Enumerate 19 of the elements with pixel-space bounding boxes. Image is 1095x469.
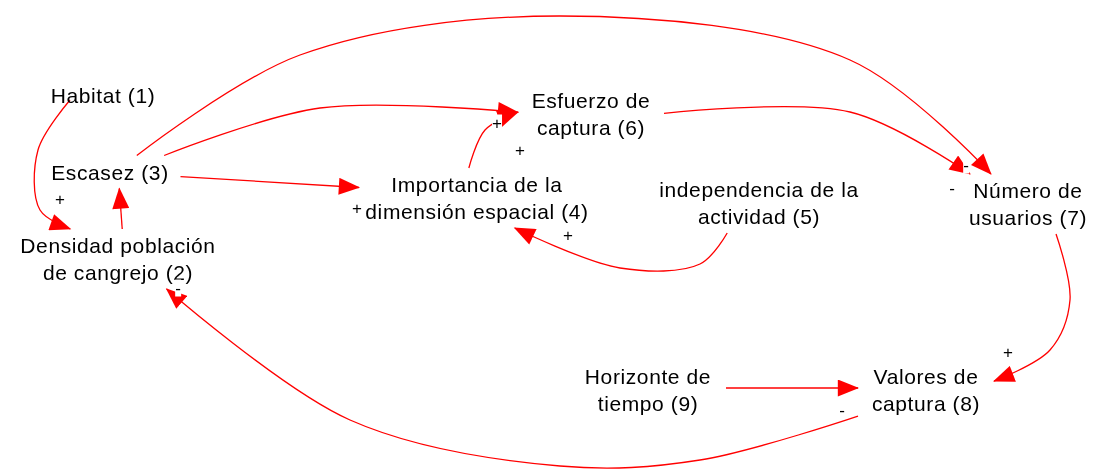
variable-label: Número de usuarios (7): [958, 177, 1095, 231]
variable-label: Horizonte de tiempo (9): [573, 363, 723, 417]
arrow: [179, 175, 361, 195]
arrow: [993, 233, 1071, 382]
arrow: [165, 288, 859, 469]
variable-label: Habitat (1): [38, 81, 168, 109]
arrow: [136, 15, 992, 175]
variable-label: Esfuerzo de captura (6): [521, 87, 661, 141]
arrow: [163, 102, 520, 157]
arrow: [513, 227, 728, 272]
arrow: [663, 106, 971, 175]
arrow: [112, 187, 130, 230]
variable-label: independencia de la actividad (5): [659, 176, 859, 230]
variable-label: Importancia de la dimensión espacial (4): [362, 171, 592, 225]
variable-label: Valores de captura (8): [861, 363, 991, 417]
variable-label: Escasez (3): [42, 158, 178, 186]
arrow: [468, 111, 519, 169]
arrow: [33, 99, 72, 230]
arrow: [725, 379, 860, 397]
